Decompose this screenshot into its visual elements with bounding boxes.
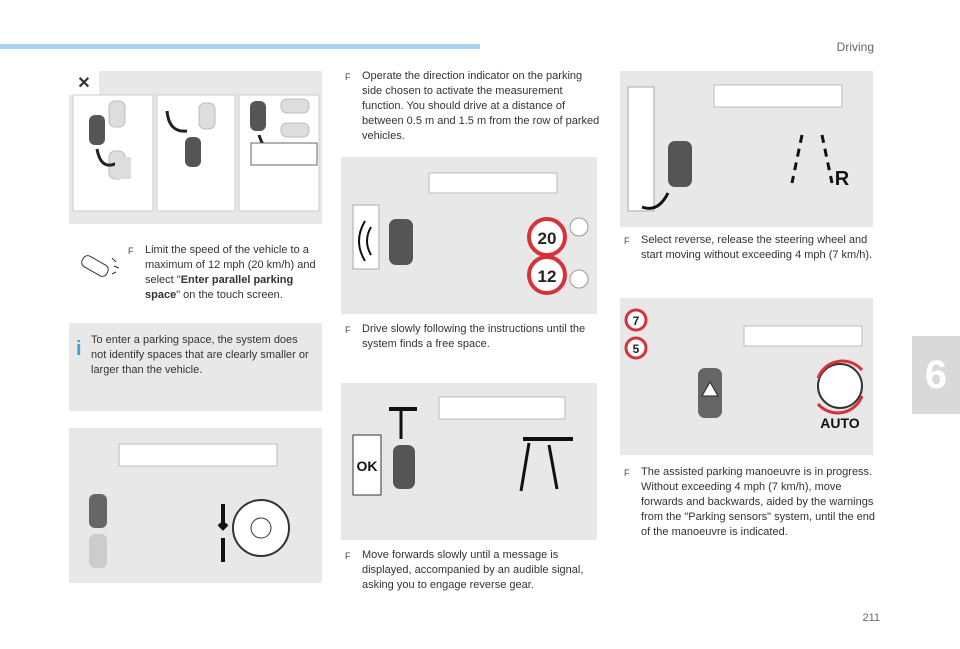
- gear-r-label: R: [835, 168, 850, 190]
- figure-steering-guidance: [69, 428, 322, 583]
- reverse-prompt-illustration: OK: [352, 396, 573, 496]
- speed-sign-5: 5: [633, 342, 640, 356]
- bullet: F: [345, 551, 351, 561]
- step-select-reverse: Select reverse, release the steering whe…: [641, 234, 873, 261]
- header-accent-bar: [0, 44, 480, 49]
- auto-label: AUTO: [820, 415, 860, 431]
- engage-reverse-illustration: R: [627, 84, 850, 212]
- assisted-manoeuvre-illustration: 7 5 AUTO: [624, 308, 864, 431]
- figure-assisted-manoeuvre: 7 5 AUTO: [620, 298, 873, 455]
- figure-parking-steps: ✕: [69, 71, 322, 224]
- bullet: F: [128, 246, 134, 256]
- parking-steps-illustration: ✕: [69, 71, 320, 212]
- measurement-illustration: 20 12: [352, 172, 589, 295]
- chapter-tab: 6: [912, 336, 960, 414]
- bullet: F: [345, 72, 351, 82]
- svg-text:✕: ✕: [77, 75, 90, 92]
- bullet: F: [624, 468, 630, 478]
- page-number: 211: [862, 612, 880, 624]
- step-drive-slowly: Drive slowly following the instructions …: [362, 323, 586, 350]
- info-note-text: To enter a parking space, the system doe…: [91, 334, 309, 376]
- car-sensor-icon: [81, 255, 120, 277]
- step-limit-speed: Limit the speed of the vehicle to a maxi…: [145, 244, 316, 301]
- speed-sign-12: 12: [538, 267, 557, 286]
- ok-label: OK: [357, 458, 378, 474]
- info-note: i To enter a parking space, the system d…: [69, 323, 322, 411]
- bullet: F: [624, 236, 630, 246]
- bullet: F: [345, 325, 351, 335]
- step-move-forwards: Move forwards slowly until a message is …: [362, 549, 584, 591]
- step-manoeuvre-progress: The assisted parking manoeuvre is in pro…: [641, 466, 876, 538]
- step-operate-indicator: Operate the direction indicator on the p…: [362, 70, 600, 142]
- section-title: Driving: [836, 40, 874, 54]
- figure-reverse-prompt: OK: [341, 383, 597, 540]
- speed-sign-7: 7: [633, 314, 640, 328]
- figure-engage-reverse: R: [620, 71, 873, 227]
- info-icon: i: [76, 338, 82, 360]
- speed-sign-20: 20: [538, 229, 557, 248]
- steering-guidance-illustration: [89, 443, 290, 568]
- figure-measurement: 20 12: [341, 157, 597, 314]
